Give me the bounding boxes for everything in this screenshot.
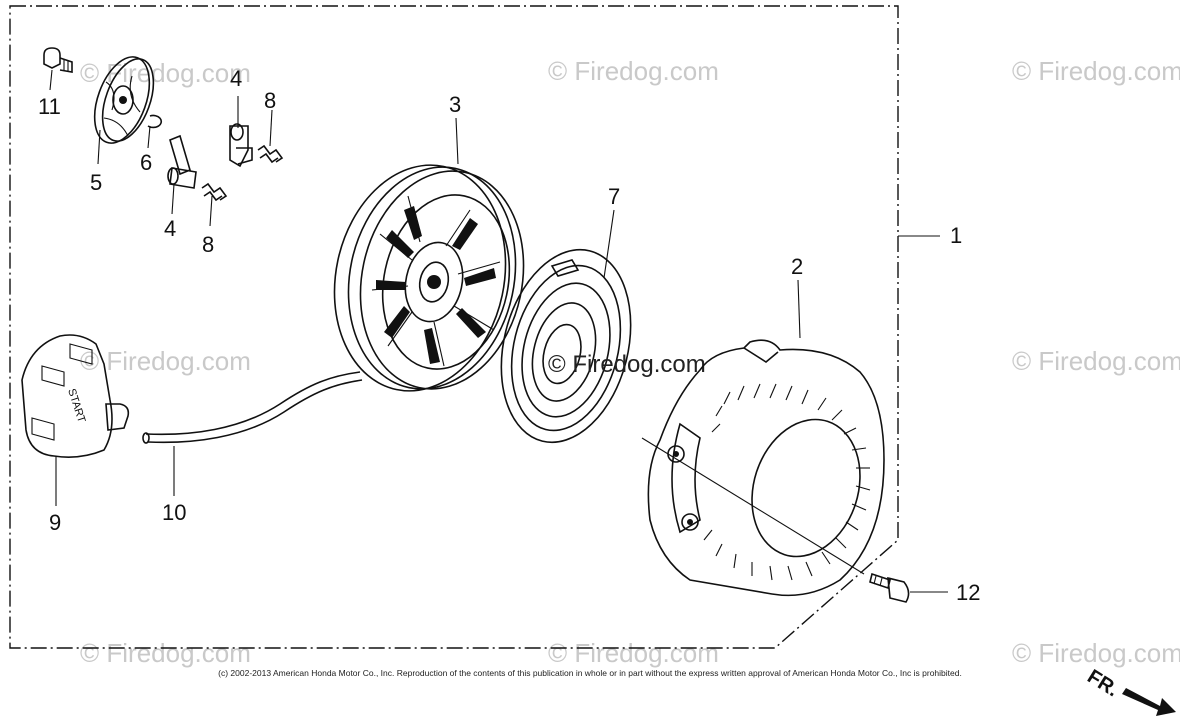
copyright-notice: (c) 2002-2013 American Honda Motor Co., … [218, 668, 962, 678]
part-3-reel [333, 164, 525, 392]
callout-6: 6 [140, 150, 152, 175]
part-12-flange-bolt [869, 572, 910, 603]
callout-4-lower: 4 [164, 216, 176, 241]
callout-4-upper: 4 [230, 66, 242, 91]
watermark-5: © Firedog.com [1012, 346, 1180, 376]
part-11-bolt [43, 47, 73, 73]
callouts: 11 5 6 4 8 4 8 3 7 2 1 9 10 12 [38, 66, 980, 605]
callout-9: 9 [49, 510, 61, 535]
part-7-spiral-spring: © Firedog.com [500, 248, 706, 444]
callout-8-lower: 8 [202, 232, 214, 257]
part-2-starter-case [647, 339, 885, 597]
grip-label: START [65, 387, 87, 424]
callout-1: 1 [950, 223, 962, 248]
callout-5: 5 [90, 170, 102, 195]
assembly-outline [9, 5, 899, 649]
leader-lines [49, 69, 948, 593]
watermarks: © Firedog.com © Firedog.com © Firedog.co… [80, 56, 1180, 668]
callout-11: 11 [38, 94, 61, 119]
watermark-6: © Firedog.com [80, 638, 251, 668]
watermark-1: © Firedog.com [80, 58, 251, 88]
arrow-icon [1122, 688, 1176, 716]
part-8-spring-upper [257, 144, 284, 164]
part-8-spring-lower [201, 182, 228, 202]
watermark-8: © Firedog.com [1012, 638, 1180, 668]
case-vents [703, 383, 871, 581]
callout-2: 2 [791, 254, 803, 279]
callout-10: 10 [162, 500, 186, 525]
part-10-starter-rope [142, 371, 363, 444]
part-4-pawl-upper [229, 123, 253, 168]
watermark-7: © Firedog.com [548, 638, 719, 668]
callout-12: 12 [956, 580, 980, 605]
part-5-ratchet-plate [93, 56, 155, 144]
part-4-pawl-lower [167, 134, 197, 189]
watermark-2: © Firedog.com [548, 56, 719, 86]
inline-watermark: © Firedog.com [548, 351, 706, 378]
watermark-4: © Firedog.com [80, 346, 251, 376]
callout-8-upper: 8 [264, 88, 276, 113]
callout-3: 3 [449, 92, 461, 117]
watermark-3: © Firedog.com [1012, 56, 1180, 86]
callout-7: 7 [608, 184, 620, 209]
part-6-circlip [147, 114, 163, 129]
